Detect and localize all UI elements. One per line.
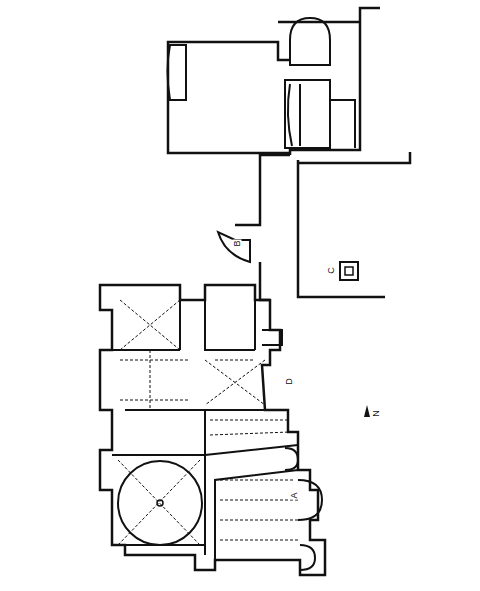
room-letter: D [285, 377, 294, 386]
north-label: N [372, 409, 381, 418]
room-letter: C [327, 266, 336, 275]
room-letter: B [233, 239, 242, 247]
room-letter: A [290, 491, 299, 499]
